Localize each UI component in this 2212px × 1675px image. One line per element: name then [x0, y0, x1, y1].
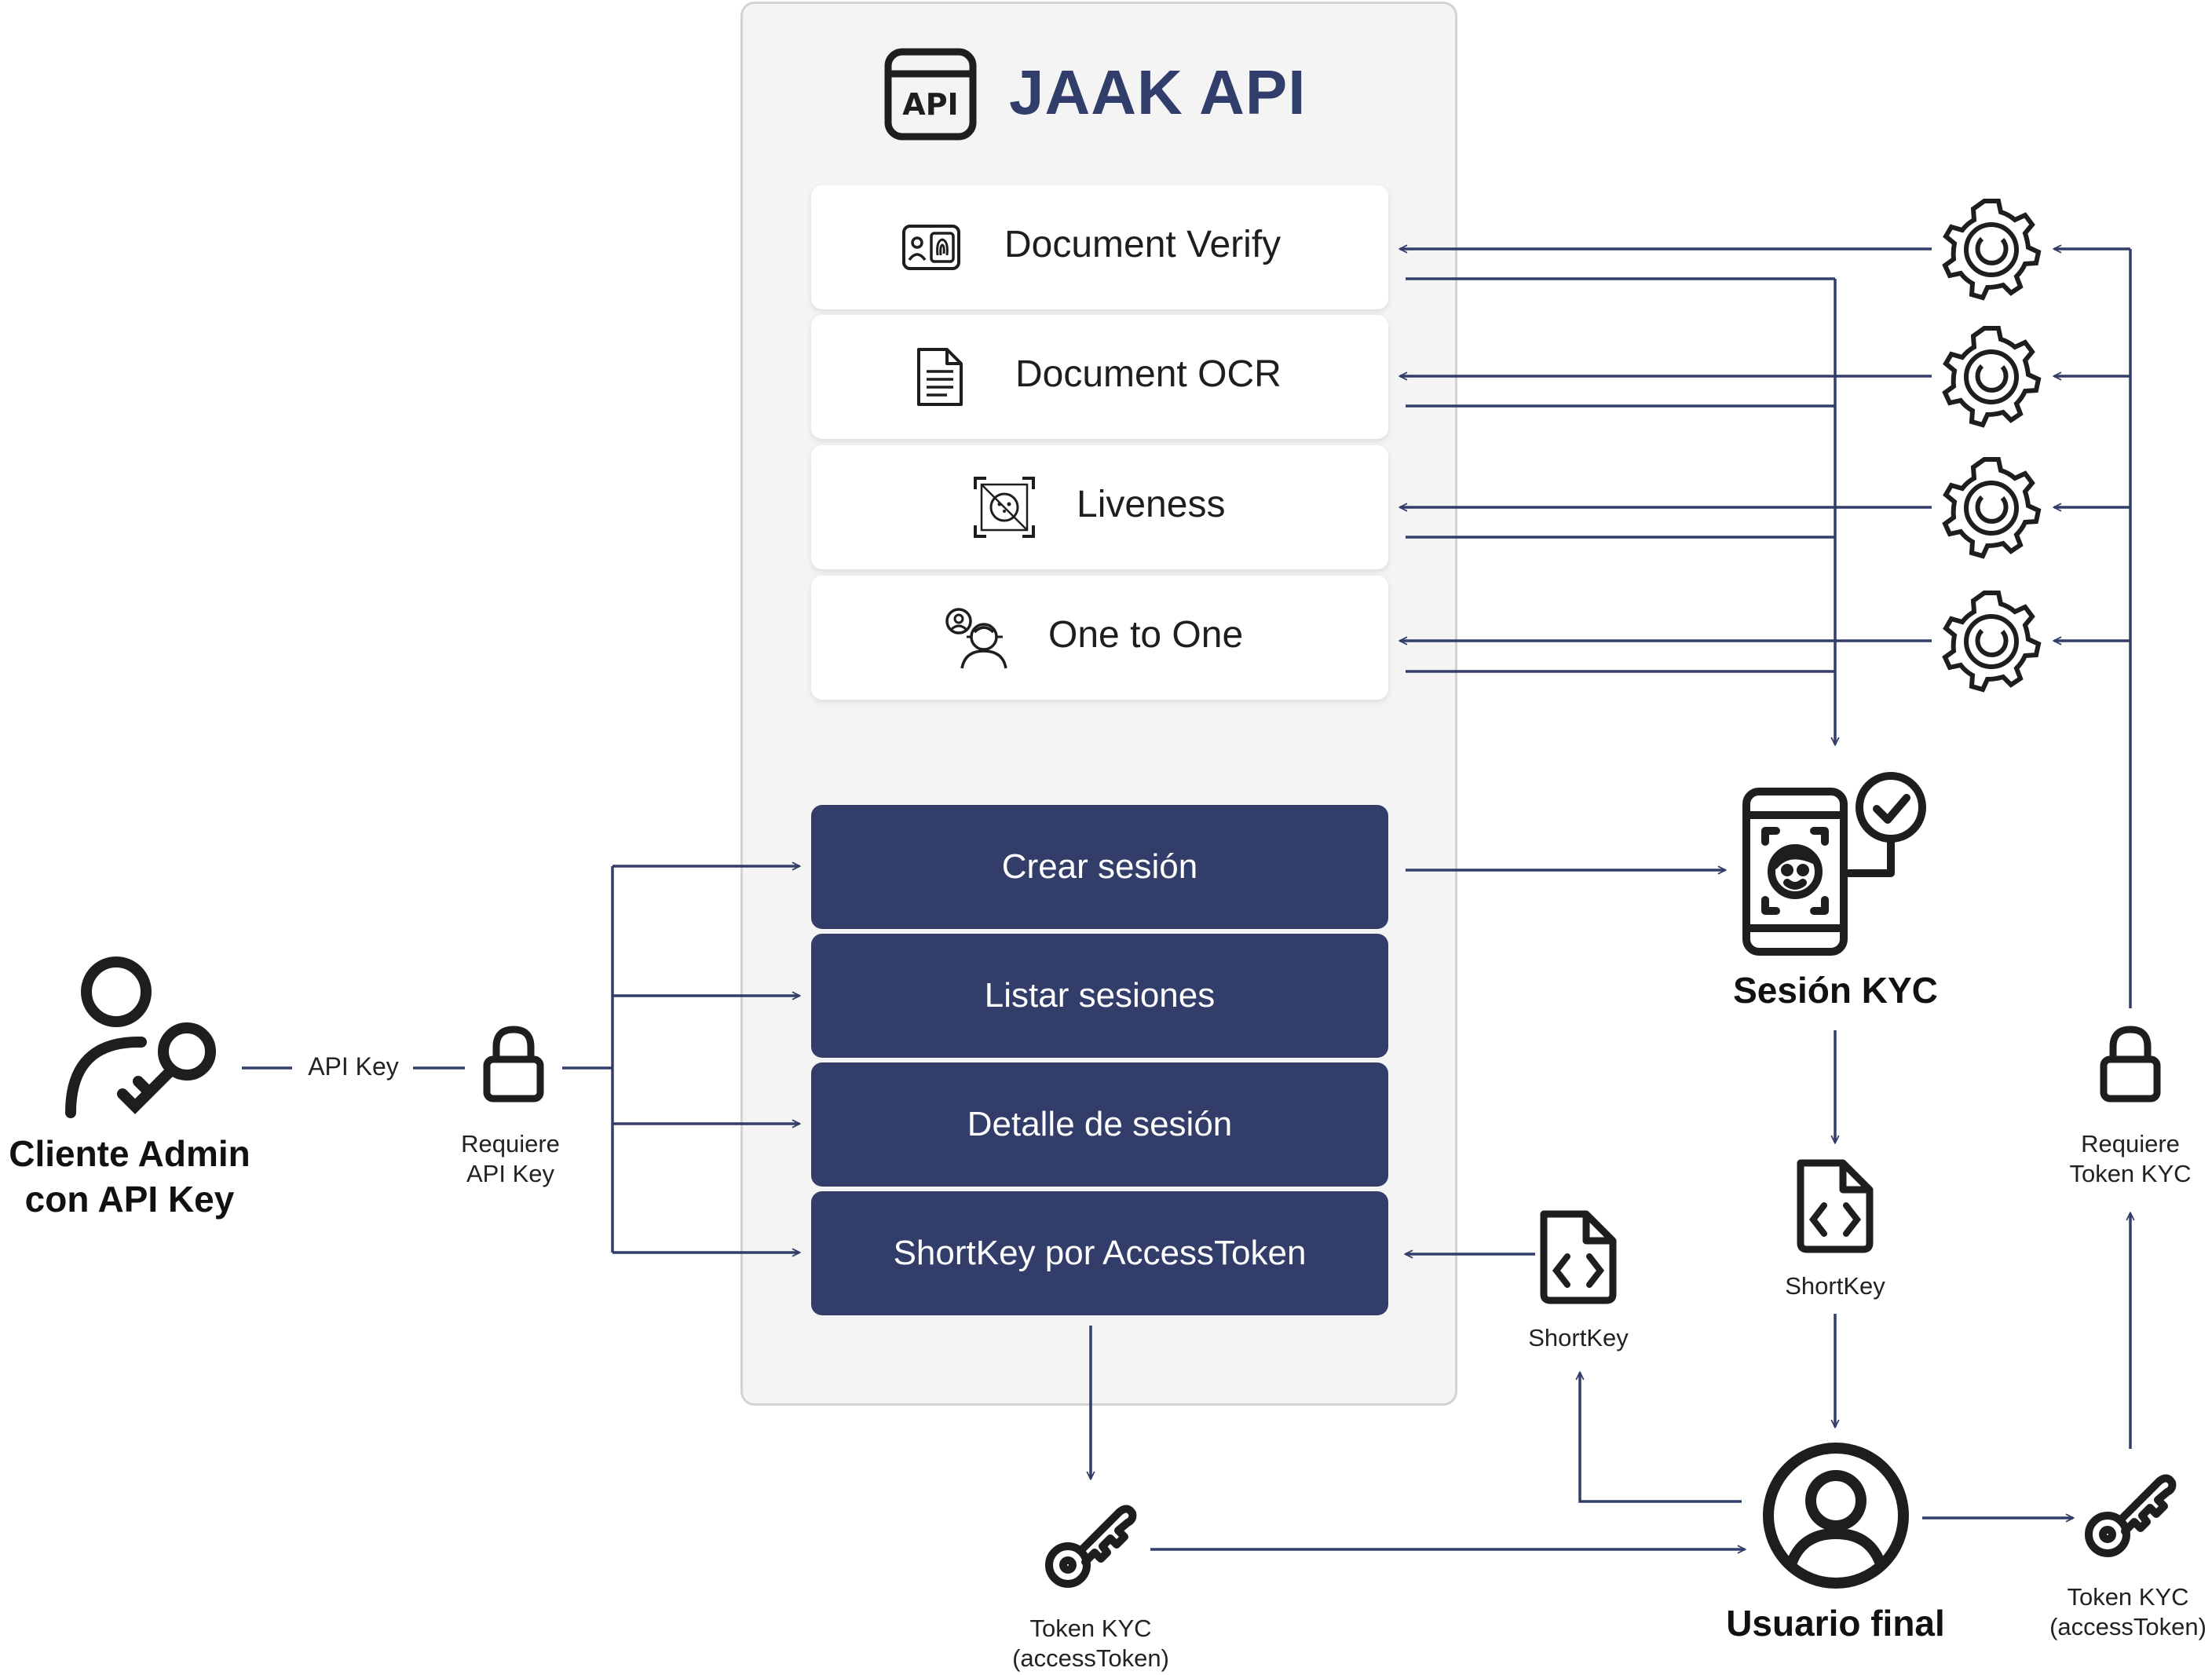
gear-icon — [1942, 591, 2042, 693]
code-file-icon — [1540, 1210, 1617, 1304]
user-circle-icon — [1763, 1443, 1909, 1589]
key-icon — [2085, 1474, 2177, 1557]
gear-icon — [1942, 457, 2042, 559]
service-label: Document Verify — [1004, 224, 1281, 265]
service-one-to-one[interactable]: One to One — [811, 576, 1388, 700]
end-user-label: Usuario final — [1726, 1603, 1945, 1644]
token-kyc-label: Token KYC (accessToken) — [1012, 1615, 1169, 1672]
endpoint-crear-sesion[interactable]: Crear sesión — [811, 805, 1388, 929]
service-label: Document OCR — [1015, 353, 1281, 395]
service-label: Liveness — [1077, 484, 1226, 525]
endpoint-label: Listar sesiones — [984, 976, 1216, 1015]
shortkey-label: ShortKey — [1785, 1272, 1885, 1300]
user-key-icon — [65, 956, 216, 1118]
endpoint-label: Detalle de sesión — [967, 1105, 1233, 1143]
id-card-fingerprint-icon — [902, 225, 960, 270]
admin-label-line1: Cliente Admin — [9, 1133, 250, 1174]
endpoint-shortkey-por-accesstoken[interactable]: ShortKey por AccessToken — [811, 1191, 1388, 1315]
face-scan-icon — [974, 477, 1035, 538]
lock-icon — [483, 1026, 544, 1103]
phone-face-check-icon — [1742, 772, 1926, 956]
endpoint-listar-sesiones[interactable]: Listar sesiones — [811, 934, 1388, 1058]
shortkey-label: ShortKey — [1528, 1324, 1629, 1351]
api-icon-text: API — [902, 87, 958, 122]
endpoint-label: ShortKey por AccessToken — [893, 1234, 1307, 1272]
admin-label: Cliente Admin con API Key — [0, 1131, 259, 1222]
face-match-icon — [945, 608, 1007, 669]
service-document-verify[interactable]: Document Verify — [811, 185, 1388, 309]
api-key-label: API Key — [308, 1052, 399, 1081]
api-title: JAAK API — [1009, 57, 1307, 127]
document-text-icon — [917, 348, 963, 406]
requires-token-label: Requiere Token KYC — [2069, 1130, 2192, 1187]
api-icon: API — [884, 48, 977, 141]
service-label: One to One — [1048, 614, 1244, 656]
key-icon — [1045, 1505, 1137, 1588]
gear-icon — [1942, 326, 2042, 428]
kyc-session-label: Sesión KYC — [1733, 970, 1938, 1011]
code-file-icon — [1797, 1159, 1874, 1253]
gear-icon — [1942, 199, 2042, 301]
lock-icon — [2100, 1026, 2161, 1103]
service-document-ocr[interactable]: Document OCR — [811, 315, 1388, 439]
endpoint-detalle-sesion[interactable]: Detalle de sesión — [811, 1062, 1388, 1187]
token-kyc-label: Token KYC (accessToken) — [2049, 1583, 2207, 1640]
requires-api-key-label: Requiere API Key — [461, 1130, 560, 1187]
service-liveness[interactable]: Liveness — [811, 445, 1388, 569]
admin-label-line2: con API Key — [24, 1179, 235, 1220]
endpoint-label: Crear sesión — [1001, 847, 1198, 886]
arrow-user-to-shortkey-mid — [1580, 1373, 1742, 1503]
